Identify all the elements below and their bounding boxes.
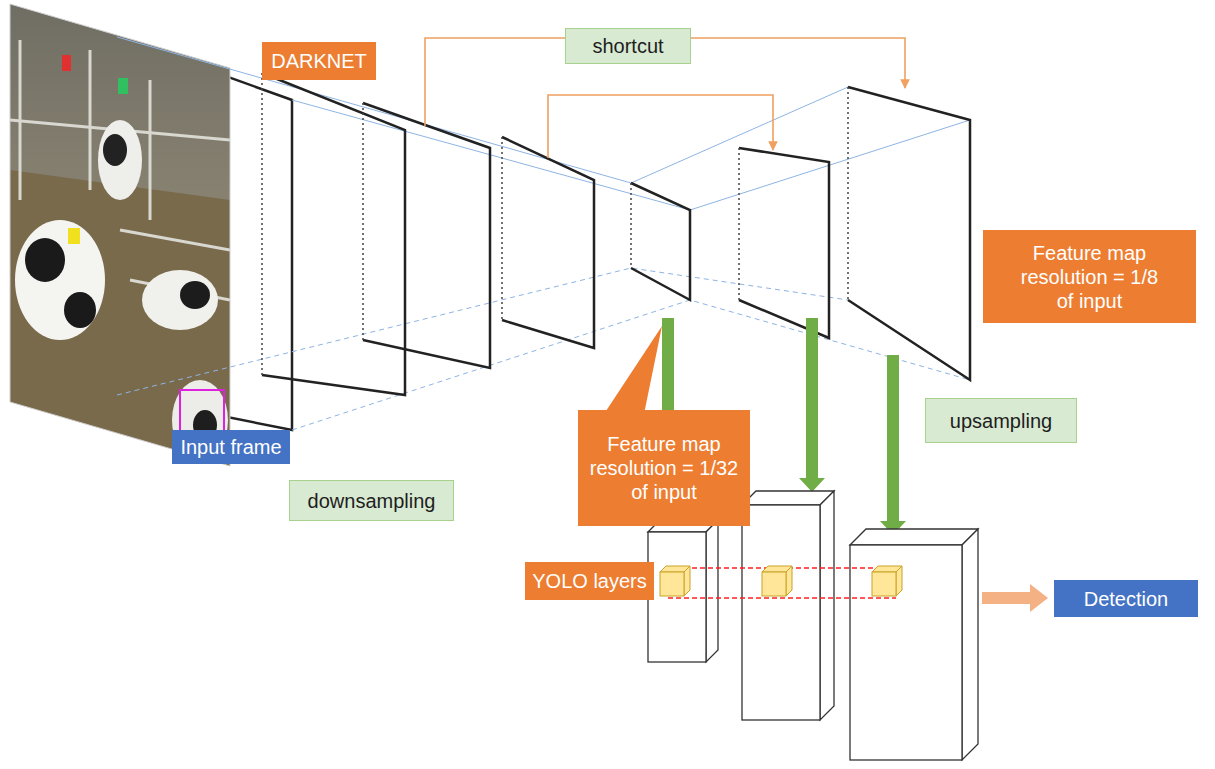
down-arrow: [880, 355, 906, 535]
photo-border: [10, 4, 230, 466]
operation-tag: shortcut: [565, 28, 691, 64]
cube-side: [684, 566, 690, 596]
cow-patch: [180, 281, 210, 309]
feature-map-outline: [363, 103, 490, 368]
feature-maps: [262, 73, 970, 395]
slab-front: [742, 505, 820, 720]
cow-patch: [64, 292, 96, 328]
feature-map-hidden-edge: [261, 73, 263, 375]
node-label: Feature map resolution = 1/8 of input: [1013, 241, 1166, 313]
io-tag: Detection: [1054, 580, 1198, 617]
cube-links: [668, 568, 896, 598]
slab-side: [820, 491, 834, 720]
stall-bar: [149, 80, 152, 220]
yolo-slabs: [648, 491, 978, 760]
feature-map-outline: [502, 137, 594, 348]
feature-map-outline: [739, 148, 829, 338]
resolution-callout: Feature map resolution = 1/32 of input: [578, 410, 750, 526]
feature-map-hidden-edge: [847, 87, 849, 300]
slab-top: [742, 491, 834, 505]
id-tag: [62, 55, 71, 71]
node-label: DARKNET: [271, 49, 367, 73]
section-tag: DARKNET: [262, 42, 376, 80]
slab-side: [962, 529, 978, 760]
node-label: shortcut: [592, 34, 663, 58]
cow-body: [142, 270, 218, 330]
cube-side: [896, 566, 902, 596]
feature-map-outline: [631, 183, 690, 300]
slab-front: [850, 545, 962, 760]
operation-tag: downsampling: [289, 480, 454, 521]
stall-bar: [89, 50, 92, 190]
node-label: downsampling: [308, 489, 436, 513]
io-tag: Input frame: [172, 430, 290, 464]
perspective-line: [117, 37, 848, 183]
cow-patch: [25, 238, 65, 282]
cow-patch: [103, 134, 127, 166]
stall-bar: [120, 230, 230, 250]
feature-map-hidden-edge: [630, 183, 632, 268]
feature-map-hidden-edge: [362, 103, 364, 340]
section-tag: YOLO layers: [525, 562, 654, 600]
id-tag: [68, 228, 80, 244]
resolution-note: Feature map resolution = 1/8 of input: [983, 230, 1196, 323]
cow: [15, 220, 105, 340]
node-label: upsampling: [950, 409, 1052, 433]
dashed-link: [668, 597, 896, 598]
photo-floor: [10, 170, 230, 466]
feature-map-hidden-edge: [501, 137, 503, 320]
feature-map-outline: [262, 73, 405, 395]
perspective-lines: [117, 37, 970, 430]
photo-ground: [0, 0, 240, 470]
cow: [142, 270, 218, 330]
cow-body: [98, 120, 142, 200]
node-label: Feature map resolution = 1/32 of input: [584, 432, 744, 504]
node-label: Input frame: [180, 435, 281, 459]
cube-side: [786, 566, 792, 596]
cow: [98, 120, 142, 200]
node-label: Detection: [1084, 587, 1169, 611]
slab-side: [706, 520, 718, 662]
slab-front: [648, 532, 706, 662]
callout-tail: [604, 326, 662, 414]
feature-map-outline: [848, 87, 970, 380]
node-label: YOLO layers: [532, 569, 646, 593]
cube-front: [660, 572, 684, 596]
perspective-line: [117, 268, 848, 395]
yolo-cubes: [660, 566, 902, 596]
id-tag: [118, 78, 128, 94]
feature-map-hidden-edge: [738, 148, 740, 300]
cube-front: [872, 572, 896, 596]
output-arrow: [982, 584, 1048, 612]
slab-top: [850, 529, 978, 545]
cube-front: [762, 572, 786, 596]
shortcut-line: [548, 95, 773, 158]
operation-tag: upsampling: [925, 398, 1077, 443]
input-photo: [0, 0, 240, 470]
cow-body: [15, 220, 105, 340]
down-arrow: [799, 318, 825, 492]
stall-bars: [10, 40, 230, 300]
